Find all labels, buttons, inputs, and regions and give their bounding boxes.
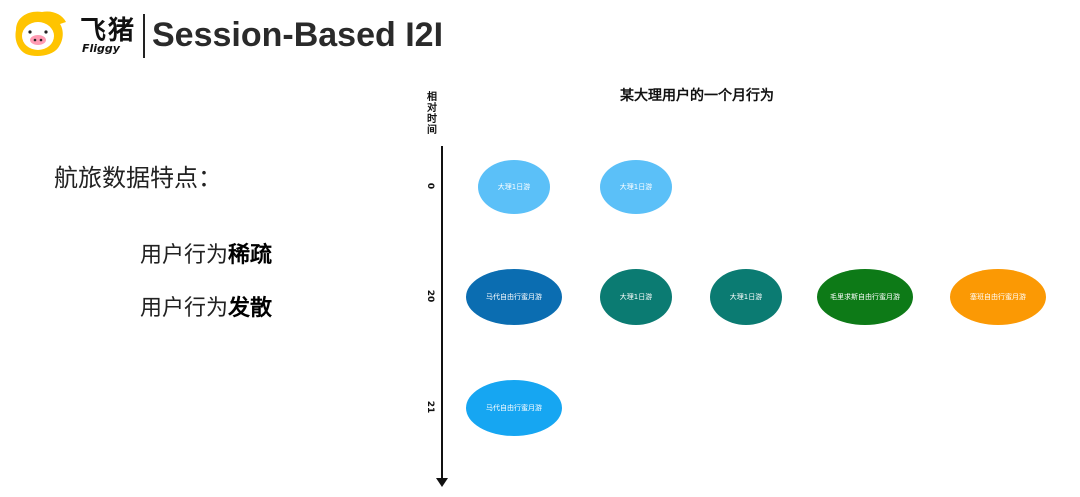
fliggy-logo-icon bbox=[8, 8, 70, 60]
behavior-node: 马代自由行蜜月游 bbox=[466, 380, 562, 436]
behavior-node: 大理1日游 bbox=[710, 269, 782, 325]
time-axis-arrow-icon bbox=[436, 478, 448, 487]
feature-point-divergent: 用户行为发散 bbox=[140, 290, 272, 322]
behavior-node: 大理1日游 bbox=[600, 269, 672, 325]
feature-point-sparse: 用户行为稀疏 bbox=[140, 237, 272, 269]
brand-name-en: Fliggy bbox=[82, 42, 120, 55]
time-tick-label: 0 bbox=[425, 182, 435, 190]
feature-point-emphasis: 稀疏 bbox=[228, 243, 273, 268]
title-divider bbox=[143, 14, 145, 58]
feature-point-emphasis: 发散 bbox=[228, 296, 273, 321]
slide-title: Session-Based I2I bbox=[152, 16, 444, 54]
feature-point-prefix: 用户行为 bbox=[140, 243, 229, 268]
time-tick-label: 20 bbox=[425, 289, 435, 303]
behavior-node: 塞班自由行蜜月游 bbox=[950, 269, 1046, 325]
feature-heading: 航旅数据特点： bbox=[54, 164, 222, 192]
behavior-node: 马代自由行蜜月游 bbox=[466, 269, 562, 325]
feature-point-prefix: 用户行为 bbox=[140, 296, 229, 321]
time-axis-label: 相对时间 bbox=[427, 92, 437, 136]
time-axis-line bbox=[441, 146, 443, 480]
behavior-node: 大理1日游 bbox=[600, 160, 672, 214]
behavior-node: 毛里求斯自由行蜜月游 bbox=[817, 269, 913, 325]
behavior-node: 大理1日游 bbox=[478, 160, 550, 214]
diagram-title: 某大理用户的一个月行为 bbox=[620, 88, 774, 104]
brand-name-cn: 飞猪 bbox=[80, 16, 137, 46]
time-tick-label: 21 bbox=[425, 400, 435, 414]
